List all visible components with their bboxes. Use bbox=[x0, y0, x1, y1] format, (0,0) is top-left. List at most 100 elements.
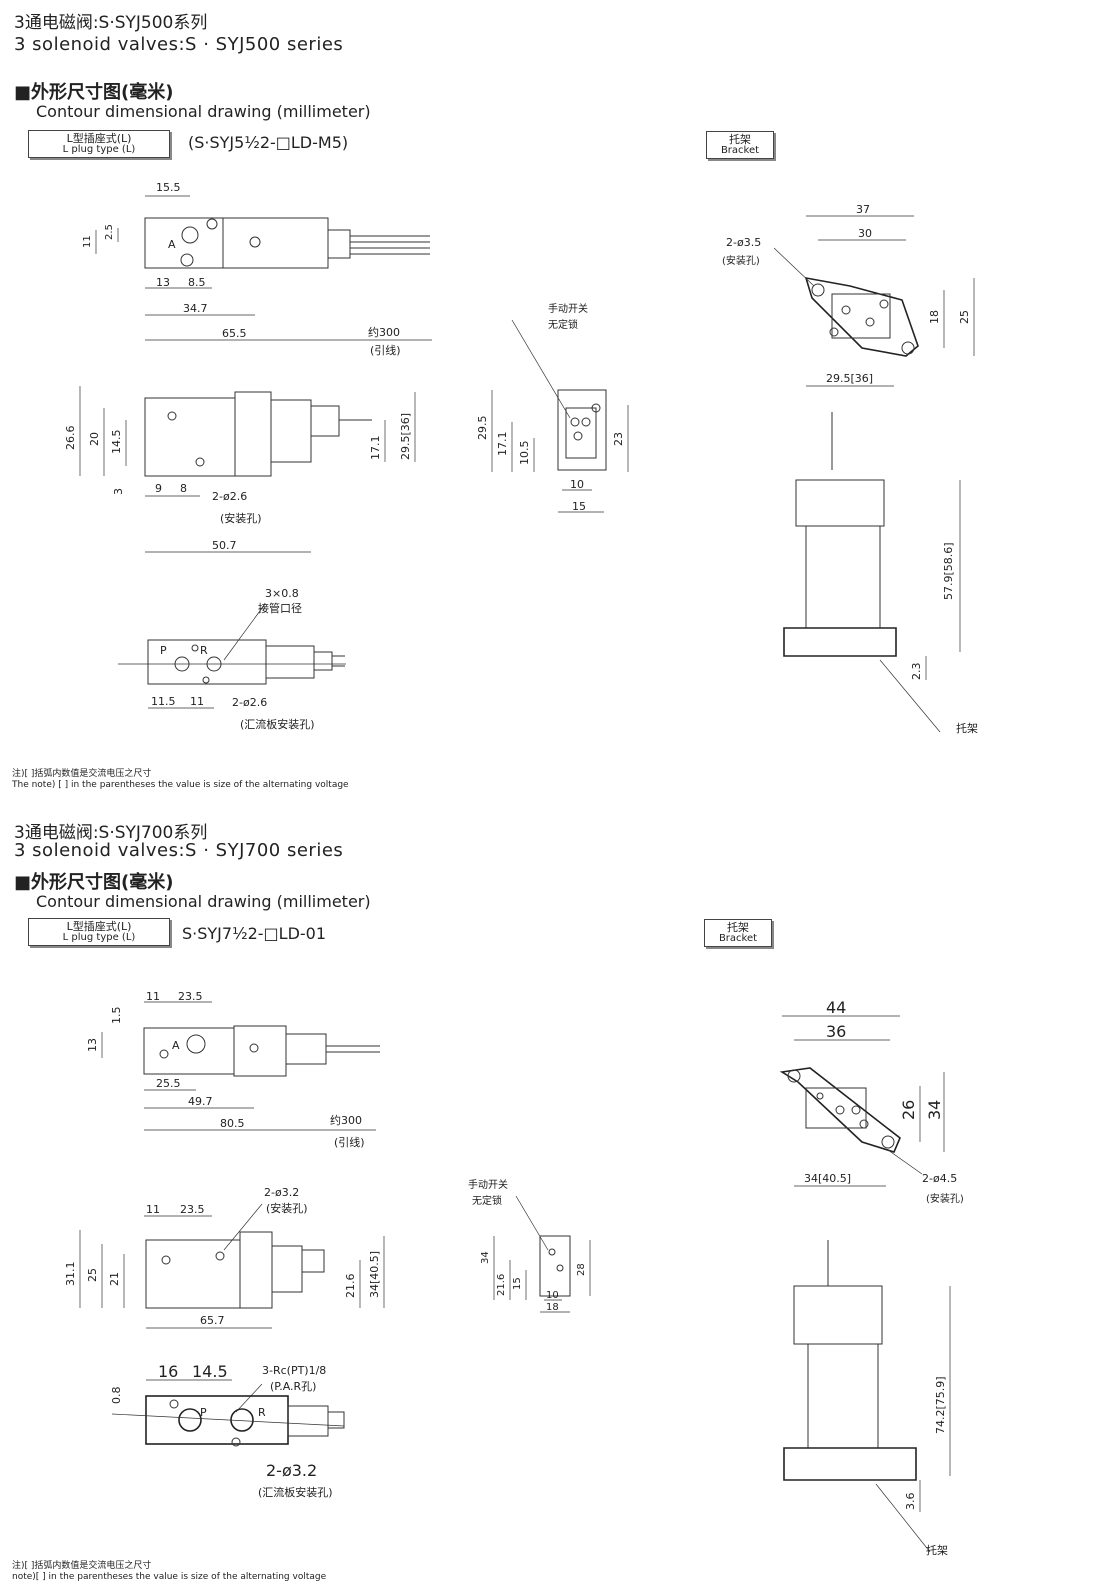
s1-end-29-5: 29.5 bbox=[476, 416, 489, 441]
s1-port-a: A bbox=[168, 238, 176, 251]
s2-top-view: A 11 23.5 1.5 13 25.5 49.7 80.5 约300 (引线… bbox=[86, 990, 380, 1149]
s1-tag-cn: L型插座式(L) bbox=[66, 132, 132, 145]
s2-mount: (安装孔) bbox=[266, 1201, 308, 1215]
s1-port-r: R bbox=[200, 644, 208, 657]
s1-dim-65-5: 65.5 bbox=[222, 327, 247, 340]
s2-note-cn: 注)[ ]括弧内数值是交流电压之尺寸 bbox=[12, 1561, 152, 1571]
s2-b36: 36 bbox=[826, 1022, 846, 1041]
s2-b34: 34 bbox=[925, 1100, 944, 1120]
s2-d13: 13 bbox=[86, 1038, 99, 1052]
s1-dim-8-5: 8.5 bbox=[188, 276, 206, 289]
s2-d21: 21 bbox=[108, 1272, 121, 1286]
s1-end-10-5: 10.5 bbox=[518, 441, 531, 466]
s1-dim-20: 20 bbox=[88, 432, 101, 446]
s2-d65-7: 65.7 bbox=[200, 1314, 225, 1327]
s2-heading-cn: ■外形尺寸图(毫米) bbox=[14, 872, 174, 893]
s1-tag-en: L plug type (L) bbox=[62, 144, 136, 155]
s1-bracket-en: Bracket bbox=[720, 145, 760, 156]
s2-port-cn: (P.A.R孔) bbox=[270, 1380, 316, 1393]
s2-hole: 2-ø3.2 bbox=[264, 1186, 299, 1199]
s1-end-10: 10 bbox=[570, 478, 584, 491]
s1-title-en: 3 solenoid valves:S · SYJ500 series bbox=[14, 34, 344, 55]
s2-d49-7: 49.7 bbox=[188, 1095, 213, 1108]
s1-manual: 手动开关 bbox=[548, 302, 588, 315]
s1-dim-15-5: 15.5 bbox=[156, 181, 181, 194]
s2-b26: 26 bbox=[899, 1100, 918, 1120]
s1-dim-34-7: 34.7 bbox=[183, 302, 208, 315]
s2-bracket-en: Bracket bbox=[718, 933, 758, 944]
s1-dim-11: 11 bbox=[82, 235, 93, 248]
s2-s23-5: 23.5 bbox=[180, 1203, 205, 1216]
s2-hole2: 2-ø3.2 bbox=[266, 1461, 317, 1480]
s1-dim-11-5: 11.5 bbox=[151, 695, 176, 708]
s1-drawings: A 15.5 2.5 11 13 8.5 34.7 65.5 约300 (引线)… bbox=[64, 181, 978, 735]
s2-d23-5: 23.5 bbox=[178, 990, 203, 1003]
s1-b2-3: 2.3 bbox=[910, 663, 923, 681]
s2-heading-en: Contour dimensional drawing (millimeter) bbox=[36, 892, 371, 911]
s2-d25-5: 25.5 bbox=[156, 1077, 181, 1090]
s1-front-view: 26.6 20 14.5 3 9 8 2-ø2.6 (安装孔) 50.7 17.… bbox=[64, 386, 416, 553]
s1-dim-8: 8 bbox=[180, 482, 187, 495]
s1-manifold: (汇流板安装孔) bbox=[240, 717, 315, 731]
s1-dim-9: 9 bbox=[155, 482, 162, 495]
s2-model: S·SYJ7½2-□LD-01 bbox=[182, 924, 327, 943]
s1-port-size: 3×0.8 bbox=[265, 587, 299, 600]
s2-port-p: P bbox=[200, 1406, 207, 1419]
s1-bracket-views: 37 30 2-ø3.5 (安装孔) 18 25 29.5[36] 57.9[5… bbox=[722, 203, 978, 735]
s2-d34: 34[40.5] bbox=[368, 1251, 381, 1298]
s1-port-p: P bbox=[160, 644, 167, 657]
s1-b25: 25 bbox=[958, 310, 971, 324]
s1-dim-13: 13 bbox=[156, 276, 170, 289]
s2-tag-cn: L型插座式(L) bbox=[66, 920, 132, 933]
s2-note-en: note)[ ] in the parentheses the value is… bbox=[12, 1572, 327, 1582]
s1-bhole: 2-ø3.5 bbox=[726, 236, 761, 249]
s1-end-23: 23 bbox=[612, 432, 625, 446]
s1-bracket-lbl: 托架 bbox=[956, 721, 978, 735]
s1-port-cn: 接管口径 bbox=[258, 601, 302, 615]
s2-d1-5: 1.5 bbox=[110, 1007, 123, 1025]
s1-b37: 37 bbox=[856, 203, 870, 216]
s2-title-en: 3 solenoid valves:S · SYJ700 series bbox=[14, 840, 344, 861]
s1-model: (S·SYJ5½2-□LD-M5) bbox=[188, 133, 349, 152]
s2-title-cn: 3通电磁阀:S·SYJ700系列 bbox=[14, 823, 208, 843]
s1-dim-300: 约300 bbox=[368, 326, 400, 339]
s1-dim-3: 3 bbox=[112, 488, 125, 495]
s2-bhole: 2-ø4.5 bbox=[922, 1172, 957, 1185]
s2-drawings: A 11 23.5 1.5 13 25.5 49.7 80.5 约300 (引线… bbox=[64, 990, 964, 1556]
s2-front-view: 2-ø3.2 (安装孔) 11 23.5 31.1 25 21 65.7 21.… bbox=[64, 1186, 385, 1329]
s2-end-view: 手动开关 无定锁 34 21.6 15 28 10 18 bbox=[468, 1178, 591, 1313]
s2-d11: 11 bbox=[146, 990, 160, 1003]
s1-dim-17-1: 17.1 bbox=[369, 436, 382, 461]
s2-e21-6: 21.6 bbox=[496, 1274, 507, 1296]
s2-d25: 25 bbox=[86, 1268, 99, 1282]
s1-end-view: 手动开关 无定锁 29.5 17.1 10.5 23 10 15 bbox=[476, 302, 629, 513]
s2-d80-5: 80.5 bbox=[220, 1117, 245, 1130]
s2-manifold: (汇流板安装孔) bbox=[258, 1485, 333, 1499]
s2-d21-6: 21.6 bbox=[344, 1274, 357, 1299]
s2-e28: 28 bbox=[576, 1263, 587, 1276]
s2-manual: 手动开关 bbox=[468, 1178, 508, 1191]
s2-bracket-lbl: 托架 bbox=[926, 1543, 948, 1556]
s2-s11: 11 bbox=[146, 1203, 160, 1216]
s1-top-view: A 15.5 2.5 11 13 8.5 34.7 65.5 约300 (引线) bbox=[82, 181, 432, 357]
s2-e18: 18 bbox=[546, 1302, 559, 1313]
s1-bracket-cn: 托架 bbox=[729, 133, 751, 146]
s1-plug-tag: L型插座式(L) L plug type (L) bbox=[28, 130, 170, 158]
s2-tag-en: L plug type (L) bbox=[62, 932, 136, 943]
s1-hole: 2-ø2.6 bbox=[212, 490, 247, 503]
s2-bracket-tag: 托架 Bracket bbox=[704, 919, 772, 947]
s1-dim-50-7: 50.7 bbox=[212, 539, 237, 552]
s2-d14-5: 14.5 bbox=[192, 1362, 228, 1381]
s1-end-15: 15 bbox=[572, 500, 586, 513]
s2-nolock: 无定锁 bbox=[472, 1194, 502, 1207]
s2-bracket-views: 44 36 26 34 34[40.5] 2-ø4.5 (安装孔) 74.2[7… bbox=[779, 998, 964, 1556]
s1-lead: (引线) bbox=[370, 343, 401, 357]
s2-plug-tag: L型插座式(L) L plug type (L) bbox=[28, 918, 170, 946]
s1-bmount: (安装孔) bbox=[722, 254, 760, 267]
s1-nolock: 无定锁 bbox=[548, 318, 578, 331]
s1-b18: 18 bbox=[928, 310, 941, 324]
s2-lead: (引线) bbox=[334, 1135, 365, 1149]
s1-note-en: The note) [ ] in the parentheses the val… bbox=[12, 780, 349, 790]
s2-e34: 34 bbox=[480, 1251, 491, 1264]
s2-b3-6: 3.6 bbox=[904, 1493, 917, 1511]
